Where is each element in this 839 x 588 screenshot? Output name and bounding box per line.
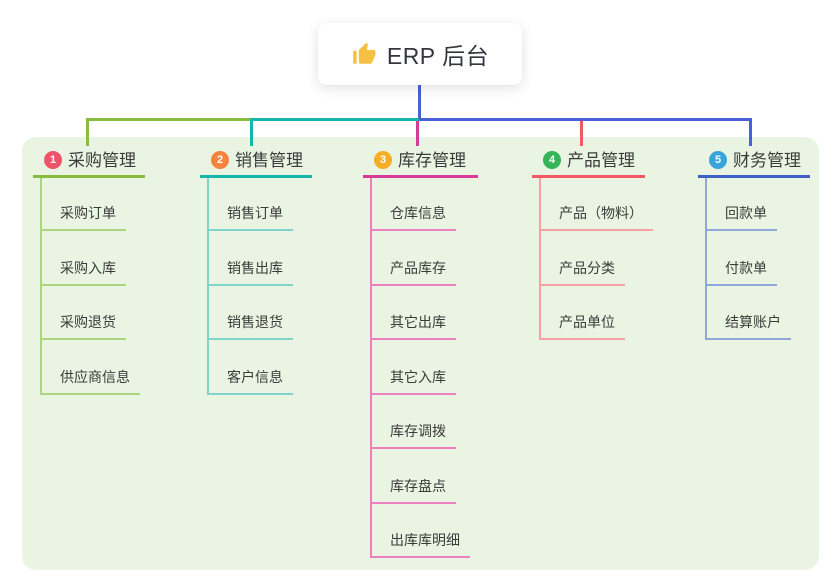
leaf-node-label[interactable]: 出库库明细 bbox=[390, 532, 460, 548]
leaf-underline bbox=[370, 447, 456, 449]
leaf-node-label[interactable]: 采购入库 bbox=[60, 260, 116, 276]
leaf-node-label[interactable]: 库存调拨 bbox=[390, 423, 446, 439]
leaf-underline bbox=[705, 284, 777, 286]
leaf-underline bbox=[207, 229, 293, 231]
leaf-node-label[interactable]: 产品单位 bbox=[559, 314, 615, 330]
leaf-underline bbox=[207, 393, 293, 395]
leaf-underline bbox=[207, 284, 293, 286]
leaf-node-label[interactable]: 其它入库 bbox=[390, 369, 446, 385]
branch-node-label[interactable]: 财务管理 bbox=[733, 151, 801, 170]
trunk-segment-line bbox=[419, 118, 752, 121]
leaf-node-label[interactable]: 客户信息 bbox=[227, 369, 283, 385]
branch-number-badge: 1 bbox=[44, 151, 62, 169]
leaf-underline bbox=[40, 393, 140, 395]
branch-underline bbox=[532, 175, 645, 178]
branch-drop-line bbox=[580, 121, 583, 146]
leaf-node-label[interactable]: 回款单 bbox=[725, 205, 767, 221]
leaf-node-label[interactable]: 销售退货 bbox=[227, 314, 283, 330]
branch-rail-line bbox=[370, 178, 372, 558]
branch-node-label[interactable]: 产品管理 bbox=[567, 151, 635, 170]
branch-drop-line bbox=[416, 121, 419, 146]
branch-number-badge: 2 bbox=[211, 151, 229, 169]
root-stem-line bbox=[417, 84, 421, 121]
branch-node-label[interactable]: 库存管理 bbox=[398, 151, 466, 170]
leaf-node-label[interactable]: 销售订单 bbox=[227, 205, 283, 221]
branch-drop-line bbox=[86, 118, 89, 146]
branch-underline bbox=[698, 175, 810, 178]
leaf-node-label[interactable]: 库存盘点 bbox=[390, 478, 446, 494]
branch-drop-line bbox=[749, 118, 752, 146]
branch-rail-line bbox=[40, 178, 42, 395]
leaf-node-label[interactable]: 采购订单 bbox=[60, 205, 116, 221]
leaf-node-label[interactable]: 付款单 bbox=[725, 260, 767, 276]
leaf-underline bbox=[539, 284, 625, 286]
branch-rail-line bbox=[539, 178, 541, 340]
trunk-segment-line bbox=[252, 118, 419, 121]
branch-node-label[interactable]: 销售管理 bbox=[235, 151, 303, 170]
branch-rail-line bbox=[705, 178, 707, 340]
leaf-underline bbox=[370, 502, 456, 504]
leaf-underline bbox=[539, 229, 653, 231]
leaf-underline bbox=[370, 556, 470, 558]
background-panel bbox=[22, 137, 819, 570]
thumbs-up-icon bbox=[351, 41, 377, 67]
branch-number-badge: 4 bbox=[543, 151, 561, 169]
leaf-underline bbox=[370, 338, 456, 340]
leaf-underline bbox=[539, 338, 625, 340]
root-node[interactable]: ERP 后台 bbox=[318, 23, 522, 85]
leaf-underline bbox=[370, 393, 456, 395]
branch-number-badge: 5 bbox=[709, 151, 727, 169]
branch-node-label[interactable]: 采购管理 bbox=[68, 151, 136, 170]
leaf-underline bbox=[40, 284, 126, 286]
leaf-underline bbox=[370, 229, 456, 231]
branch-rail-line bbox=[207, 178, 209, 395]
leaf-node-label[interactable]: 采购退货 bbox=[60, 314, 116, 330]
leaf-underline bbox=[370, 284, 456, 286]
leaf-underline bbox=[207, 338, 293, 340]
root-node-label: ERP 后台 bbox=[386, 43, 490, 69]
leaf-node-label[interactable]: 其它出库 bbox=[390, 314, 446, 330]
leaf-node-label[interactable]: 仓库信息 bbox=[390, 205, 446, 221]
branch-underline bbox=[33, 175, 145, 178]
leaf-node-label[interactable]: 产品库存 bbox=[390, 260, 446, 276]
branch-underline bbox=[200, 175, 312, 178]
leaf-node-label[interactable]: 销售出库 bbox=[227, 260, 283, 276]
branch-number-badge: 3 bbox=[374, 151, 392, 169]
leaf-node-label[interactable]: 产品（物料） bbox=[559, 205, 643, 221]
leaf-node-label[interactable]: 结算账户 bbox=[725, 314, 781, 330]
leaf-underline bbox=[40, 229, 126, 231]
trunk-segment-line bbox=[86, 118, 252, 121]
leaf-underline bbox=[705, 229, 777, 231]
leaf-node-label[interactable]: 供应商信息 bbox=[60, 369, 130, 385]
leaf-underline bbox=[40, 338, 126, 340]
branch-drop-line bbox=[250, 118, 253, 146]
branch-underline bbox=[363, 175, 478, 178]
leaf-node-label[interactable]: 产品分类 bbox=[559, 260, 615, 276]
leaf-underline bbox=[705, 338, 791, 340]
